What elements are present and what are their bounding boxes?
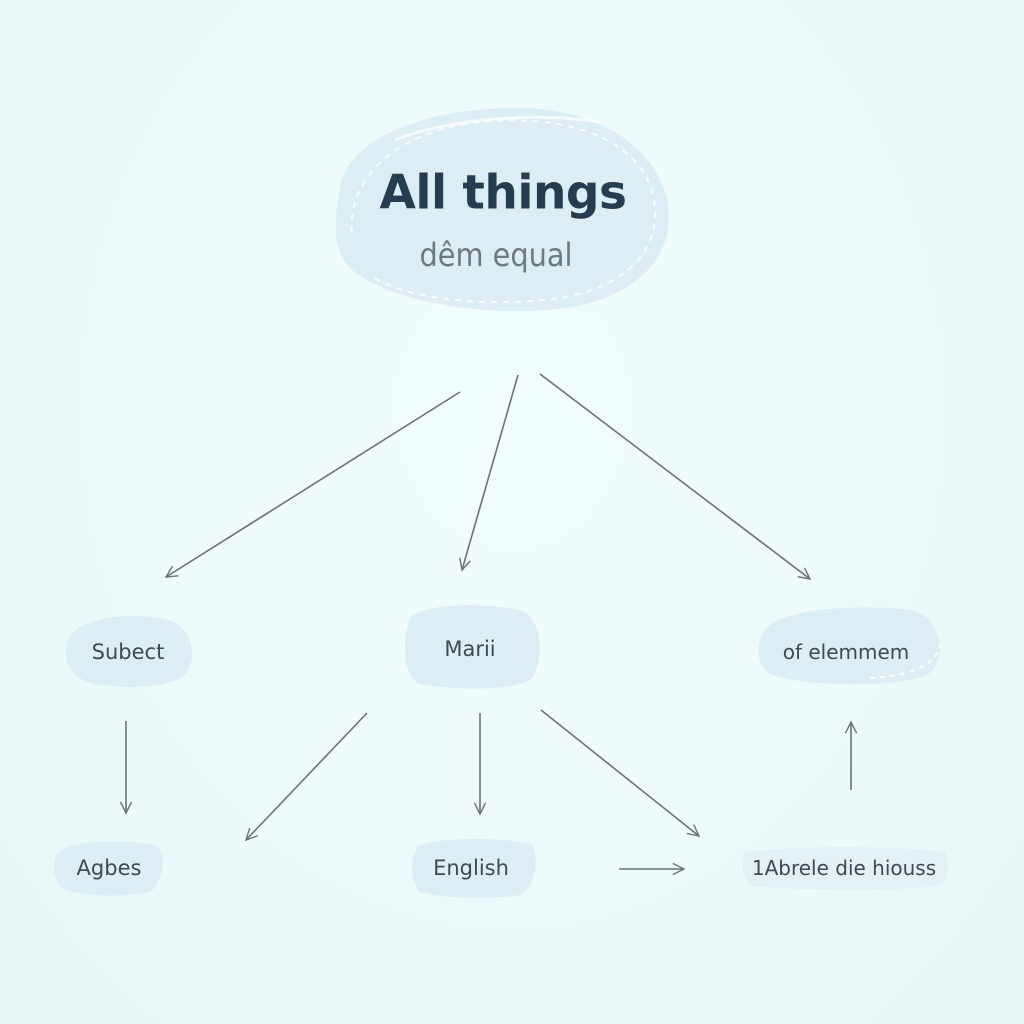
root-node-title: All things xyxy=(379,165,627,221)
node-subect: Subect xyxy=(91,640,165,664)
blob-english xyxy=(412,839,536,898)
arrow-root-to-subect xyxy=(166,391,461,577)
root-blob xyxy=(335,107,669,311)
node-abrele-die-hiouss: 1Abrele die hiouss xyxy=(751,856,937,880)
arrow-root-to-of-elemmem xyxy=(539,373,810,579)
node-marii: Marii xyxy=(444,637,496,661)
arrow-root-to-marii xyxy=(462,374,519,570)
blob-of-elemmem xyxy=(758,607,940,685)
blob-agbes xyxy=(53,841,163,896)
node-english: English xyxy=(433,856,509,880)
root-blob-swoosh xyxy=(394,115,601,142)
node-agbes: Agbes xyxy=(76,856,142,880)
blob-subect xyxy=(65,616,193,688)
arrow-marii-to-agbes xyxy=(246,712,368,840)
arrow-marii-to-abrele xyxy=(540,709,699,836)
blob-marii xyxy=(404,605,540,689)
blob-of-elemmem-dashes xyxy=(869,644,941,679)
node-of-elemmem: of elemmem xyxy=(782,640,910,664)
blob-abrele xyxy=(742,847,948,890)
root-node-subtitle: dêm equal xyxy=(419,236,573,274)
